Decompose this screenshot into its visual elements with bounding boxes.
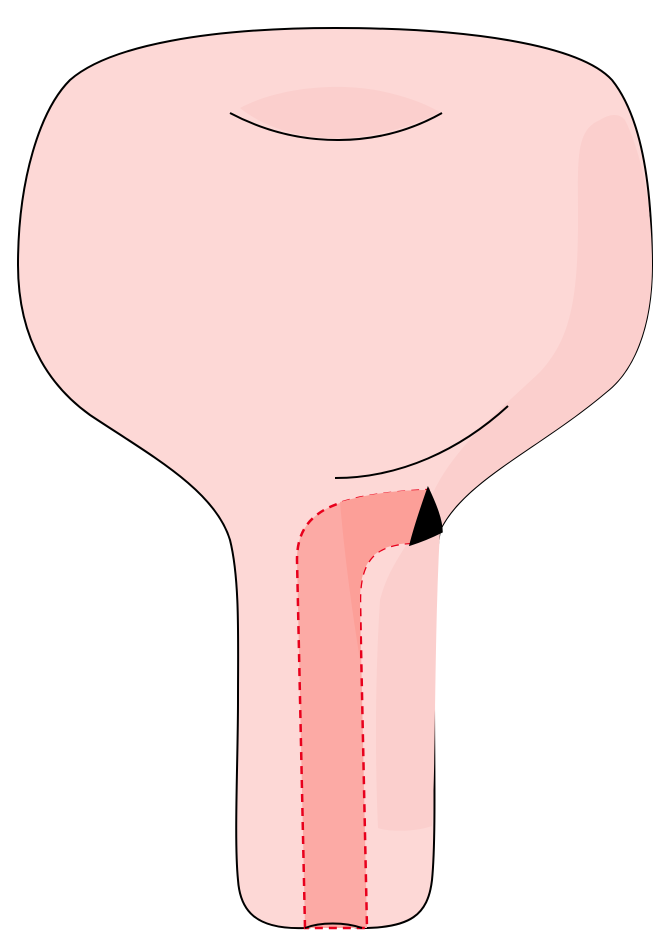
organ-shade-top (240, 86, 440, 138)
inner-channel-upper (340, 490, 428, 660)
top-opening-curve (229, 112, 443, 141)
organ-shade-right (375, 115, 652, 831)
inner-fold-curve (334, 405, 509, 479)
triangle-arrowhead-icon (408, 486, 443, 547)
stem-bottom-notch (304, 922, 363, 929)
